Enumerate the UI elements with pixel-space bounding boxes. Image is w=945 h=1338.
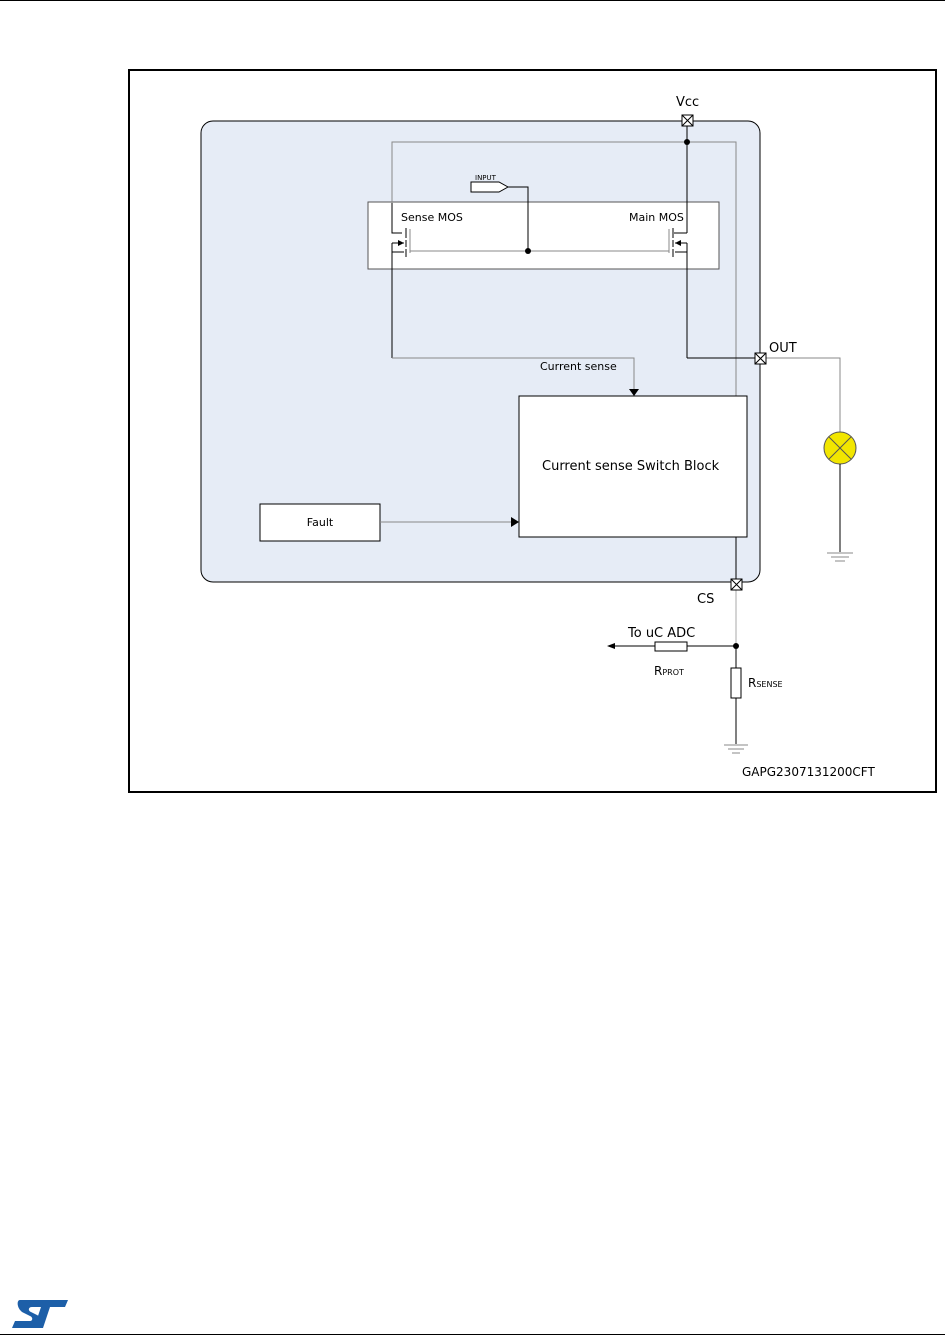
- current-sense-label: Current sense: [540, 360, 617, 373]
- sense-mos-label: Sense MOS: [401, 211, 463, 224]
- rprot-label: RPROT: [654, 664, 684, 678]
- vcc-junction: [684, 139, 690, 145]
- rsense-label: RSENSE: [748, 676, 783, 690]
- cs-pin-label: CS: [697, 592, 714, 607]
- figure-id-code: GAPG2307131200CFT: [742, 765, 875, 779]
- fault-label: Fault: [307, 516, 334, 529]
- st-logo: [10, 1298, 70, 1332]
- rsense-resistor: [731, 668, 741, 698]
- cs-pin-icon: [731, 579, 742, 590]
- lamp-icon: [824, 432, 856, 464]
- input-port-label: INPUT: [475, 174, 497, 182]
- ground-icon: [724, 745, 748, 753]
- out-pin-label: OUT: [769, 341, 797, 356]
- vcc-pin-label: Vcc: [676, 95, 699, 110]
- out-pin-icon: [755, 353, 766, 364]
- adc-label: To uC ADC: [627, 626, 695, 641]
- main-mos-label: Main MOS: [629, 211, 684, 224]
- rprot-resistor: [655, 642, 687, 651]
- input-port-icon: [471, 182, 508, 192]
- adc-arrow: [607, 643, 615, 649]
- out-external-wire: [766, 358, 840, 433]
- page-footer-rule: [0, 1334, 945, 1335]
- vcc-pin-icon: [682, 115, 693, 126]
- ground-icon: [827, 553, 853, 561]
- switch-block-label: Current sense Switch Block: [542, 459, 720, 474]
